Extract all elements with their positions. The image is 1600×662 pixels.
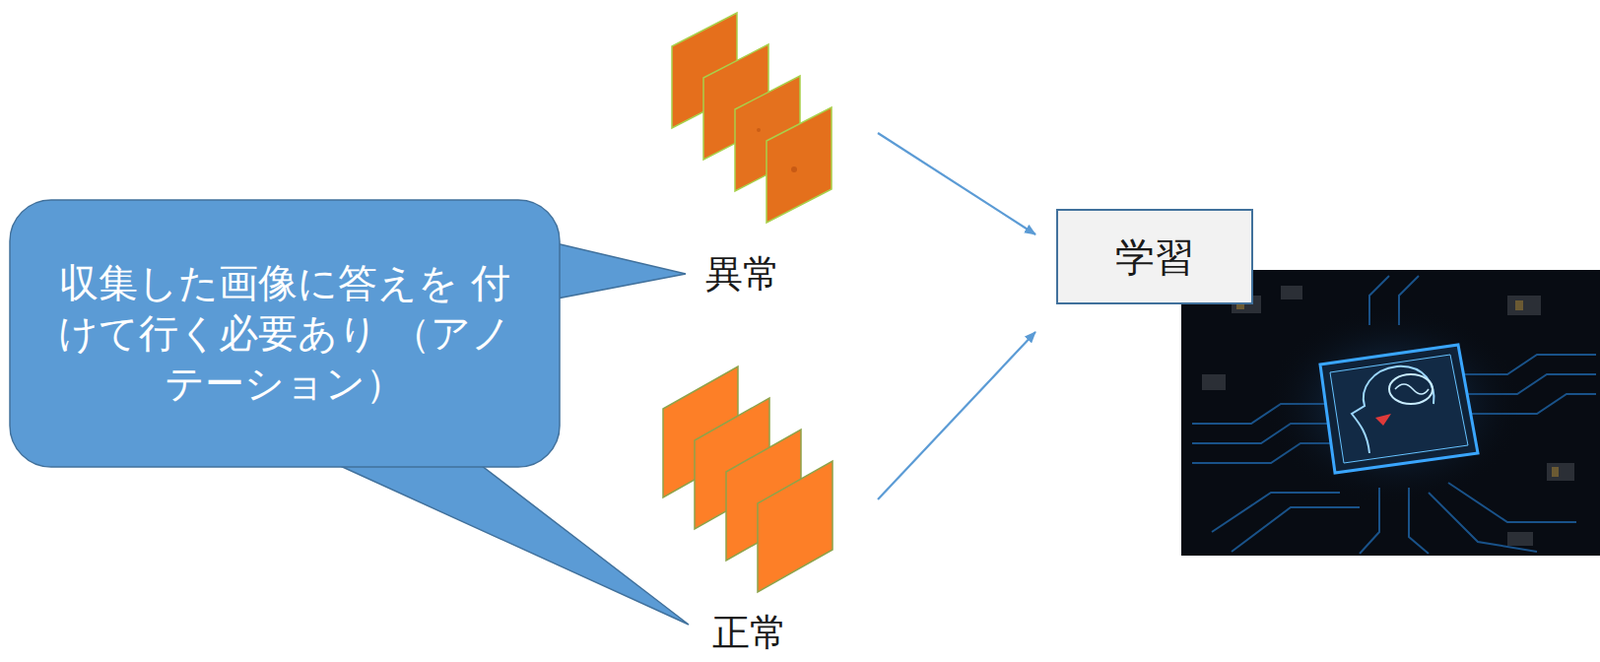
ai-chip-picture (1181, 269, 1600, 556)
flow-arrow (877, 133, 1036, 235)
image-stack: 正常 (655, 354, 863, 662)
callout-text: 収集した画像に答えを 付けて行く必要あり （アノテーション） (58, 258, 512, 410)
callout-outline (9, 200, 689, 625)
image-stack: 異常 (662, 0, 869, 301)
normal-image-stack (663, 366, 833, 593)
flow-arrow (877, 332, 1036, 500)
class-label: 異常 (701, 254, 785, 296)
class-label: 正常 (708, 612, 792, 655)
callout-bubble: 収集した画像に答えを 付けて行く必要あり （アノテーション） (9, 200, 560, 467)
callout-body: 収集した画像に答えを 付けて行く必要あり （アノテーション） (9, 200, 560, 467)
abnormal-image-stack (671, 12, 832, 223)
process-box: 学習 (1056, 208, 1254, 305)
process-label: 学習 (1115, 235, 1195, 279)
